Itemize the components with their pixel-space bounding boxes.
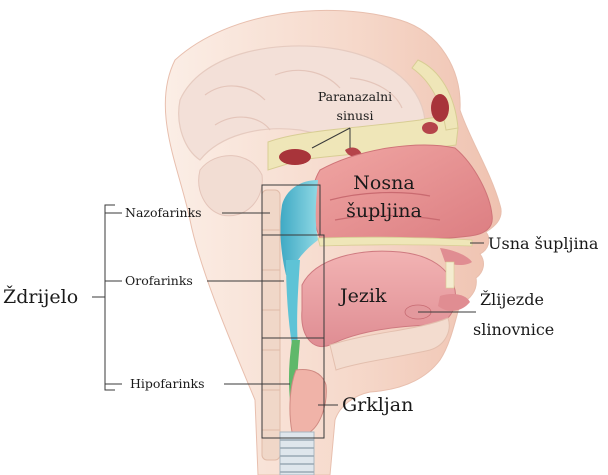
label-nasopharynx: Nazofarinks [125, 205, 202, 220]
teeth [446, 262, 454, 288]
cervical-spine [262, 190, 280, 460]
label-tongue: Jezik [338, 285, 387, 307]
label-nasal-1: Nosna [353, 172, 414, 194]
label-paranasal-2: sinusi [337, 108, 374, 123]
label-paranasal-1: Paranazalni [318, 89, 392, 104]
hard-palate [318, 237, 472, 246]
sinus-sphenoid [279, 149, 311, 165]
label-pharynx: Ždrijelo [3, 285, 78, 308]
bracket-ticks [105, 213, 122, 384]
label-hypopharynx: Hipofarinks [130, 376, 205, 391]
label-larynx: Grkljan [342, 394, 413, 416]
label-oropharynx: Orofarinks [125, 273, 193, 288]
label-salivary-1: Žlijezde [480, 289, 544, 309]
label-oral-cavity: Usna šupljina [488, 234, 599, 253]
pharynx-bracket [92, 205, 115, 390]
label-nasal-2: šupljina [346, 200, 422, 222]
sinus-ethmoid [422, 122, 438, 134]
sinus-frontal [431, 94, 449, 122]
label-salivary-2: slinovnice [473, 320, 554, 339]
